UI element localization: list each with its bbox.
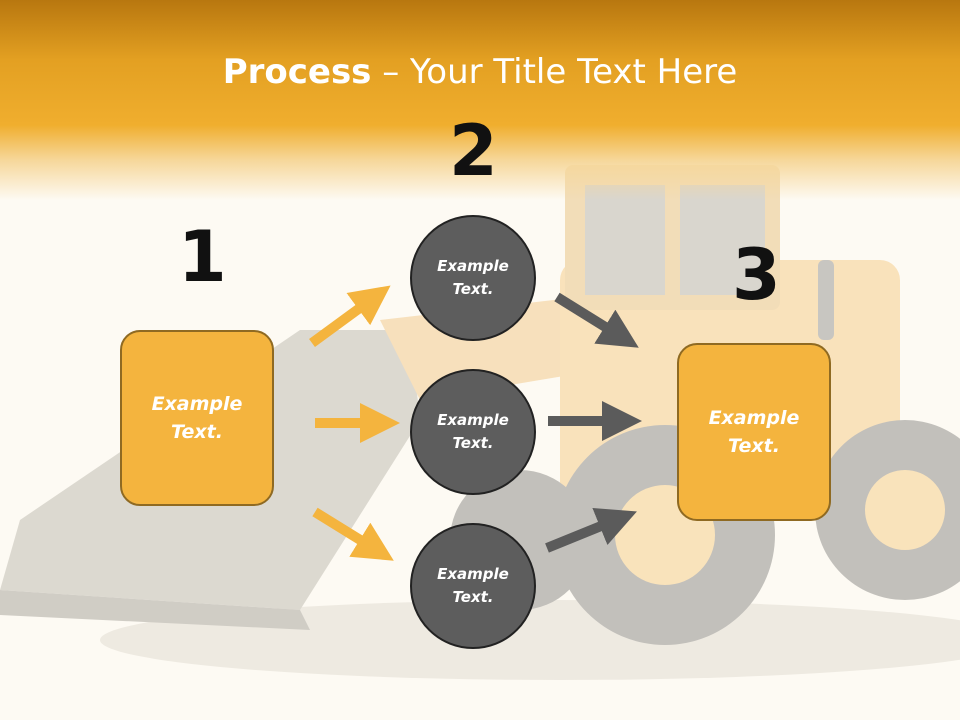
step-3-text: Example Text. <box>708 406 800 458</box>
arrow-gray-down <box>554 292 639 348</box>
slide-title: Process – Your Title Text Here <box>0 52 960 92</box>
arrow-orange-down <box>312 507 394 561</box>
circle-bottom-text: Example Text. <box>437 564 509 606</box>
step-number-2: 2 <box>449 110 498 192</box>
step-number-3: 3 <box>732 234 781 316</box>
arrow-gray-up <box>545 507 637 553</box>
header-band <box>0 0 960 200</box>
step-2-circle-bottom: Example Text. <box>410 523 536 649</box>
step-3-box: Example Text. <box>677 343 831 521</box>
step-2-circle-top: Example Text. <box>410 215 536 341</box>
step-1-text: Example Text. <box>151 392 243 444</box>
circle-middle-text: Example Text. <box>437 410 509 452</box>
arrow-orange-up <box>309 285 391 348</box>
title-bold: Process <box>222 52 372 92</box>
step-1-box: Example Text. <box>120 330 274 506</box>
circle-top-text: Example Text. <box>437 256 509 298</box>
step-2-circle-middle: Example Text. <box>410 369 536 495</box>
step-number-1: 1 <box>178 216 227 298</box>
title-rest: – Your Title Text Here <box>371 52 738 92</box>
